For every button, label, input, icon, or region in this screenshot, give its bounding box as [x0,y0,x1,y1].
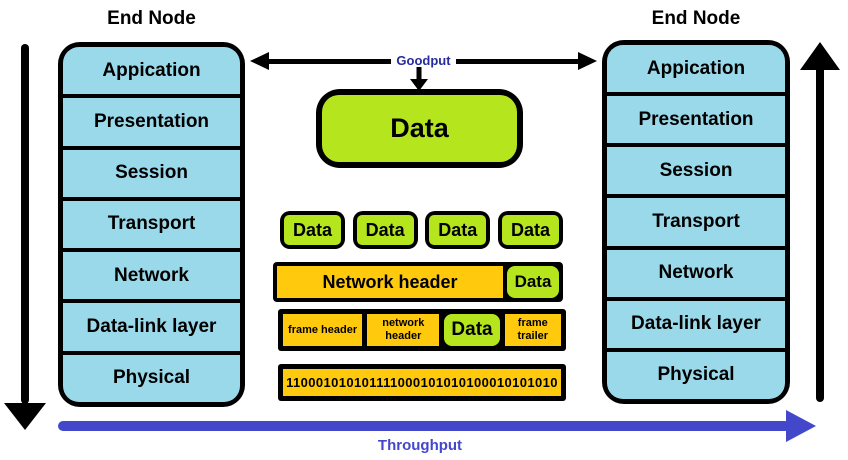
left-layer-application: Appication [63,47,240,95]
frame-row: frame header network header Data frame t… [278,309,566,351]
network-packet-data-label: Data [507,266,559,298]
throughput-arrow-icon [58,421,790,431]
goodput-right-arrowhead-icon [578,52,597,70]
left-layer-physical: Physical [63,354,240,402]
left-layer-datalink: Data-link layer [63,303,240,351]
network-packet-row: Network header Data [273,262,563,302]
data-segments-row: Data Data Data Data [280,211,563,249]
throughput-arrowhead-icon [786,410,816,442]
binary-stream-row: 110001010101111000101010100010101010 [278,364,566,401]
right-layer-session: Session [607,147,785,195]
left-layer-transport: Transport [63,200,240,249]
mini-down-arrow-icon [410,67,428,91]
goodput-arrow-icon: Goodput [250,50,597,72]
frame-trailer-cell: frame trailer [504,314,561,346]
binary-stream-label: 110001010101111000101010100010101010 [283,369,561,396]
right-layer-network: Network [607,249,785,297]
left-layer-presentation: Presentation [63,98,240,146]
left-layer-network: Network [63,252,240,300]
down-arrowhead-icon [4,403,46,430]
left-end-node-title: End Node [107,8,196,29]
down-arrow-icon [21,44,29,404]
frame-data-cell: Data [444,314,500,346]
data-box-label: Data [322,95,517,162]
frame-header-cell: frame header [283,314,363,346]
right-layer-datalink: Data-link layer [607,300,785,348]
right-layer-physical: Physical [607,351,785,399]
data-box: Data [316,89,523,168]
frame-network-header-cell: network header [367,314,440,346]
left-layer-session: Session [63,149,240,197]
throughput-label: Throughput [377,437,463,454]
right-layer-presentation: Presentation [607,96,785,144]
right-layer-application: Appication [607,45,785,93]
goodput-left-arrowhead-icon [250,52,269,70]
right-layer-transport: Transport [607,198,785,246]
data-segment-box: Data [497,211,563,249]
left-osi-stack: Appication Presentation Session Transpor… [58,42,245,407]
data-segment-box: Data [352,211,418,249]
data-segment-box: Data [425,211,491,249]
right-osi-stack: Appication Presentation Session Transpor… [602,40,790,404]
up-arrow-icon [816,66,824,402]
goodput-label: Goodput [391,50,456,72]
up-arrowhead-icon [800,42,840,70]
right-end-node-title: End Node [651,8,741,29]
network-header-label: Network header [277,266,503,298]
data-segment-box: Data [280,211,345,249]
